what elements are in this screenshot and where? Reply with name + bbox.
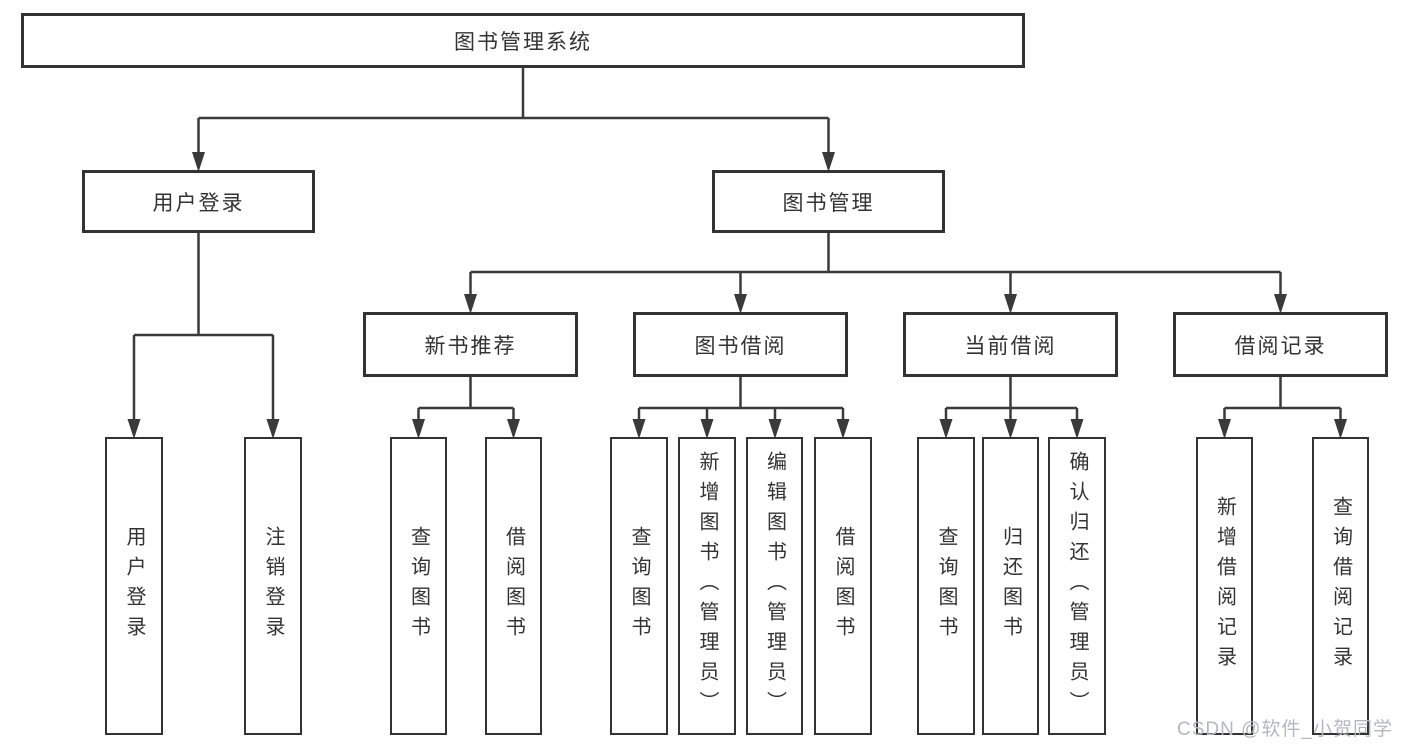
node-label: 确认归还（管理员） <box>1066 451 1088 721</box>
node-label: 查询图书 <box>935 526 957 646</box>
node-label: 新增图书（管理员） <box>696 451 718 721</box>
node-new-book-recommendation: 新书推荐 <box>363 312 578 377</box>
leaf-borrow-books-recommend: 借阅图书 <box>485 437 542 735</box>
node-label: 图书管理系统 <box>454 30 592 54</box>
leaf-query-books-current: 查询图书 <box>917 437 975 735</box>
node-label: 当前借阅 <box>964 334 1057 358</box>
node-label: 借阅图书 <box>502 526 525 646</box>
node-label: 新书推荐 <box>424 334 517 358</box>
leaf-query-books-recommend: 查询图书 <box>390 437 447 735</box>
leaf-add-borrow-record: 新增借阅记录 <box>1196 437 1253 735</box>
leaf-return-books: 归还图书 <box>982 437 1039 735</box>
node-label: 编辑图书（管理员） <box>763 451 786 721</box>
leaf-user-login: 用户登录 <box>105 437 163 735</box>
leaf-add-books-admin: 新增图书（管理员） <box>678 437 736 735</box>
node-label: 归还图书 <box>999 526 1022 646</box>
node-library-management-system: 图书管理系统 <box>21 13 1025 68</box>
leaf-query-borrow-record: 查询借阅记录 <box>1312 437 1369 735</box>
node-label: 注销登录 <box>262 526 284 646</box>
node-label: 查询图书 <box>628 526 650 646</box>
leaf-confirm-return-admin: 确认归还（管理员） <box>1048 437 1106 735</box>
node-label: 用户登录 <box>123 526 145 646</box>
csdn-watermark: CSDN @软件_小贺同学 <box>1177 719 1393 740</box>
node-label: 用户登录 <box>152 191 245 215</box>
leaf-edit-books-admin: 编辑图书（管理员） <box>746 437 803 735</box>
node-user-login: 用户登录 <box>82 170 315 233</box>
leaf-query-books-borrow: 查询图书 <box>610 437 668 735</box>
node-book-borrowing: 图书借阅 <box>633 312 848 377</box>
node-label: 查询图书 <box>407 526 430 646</box>
leaf-borrow-books: 借阅图书 <box>814 437 872 735</box>
node-label: 借阅图书 <box>832 526 854 646</box>
node-label: 图书管理 <box>782 191 875 215</box>
node-label: 图书借阅 <box>694 334 787 358</box>
node-label: 新增借阅记录 <box>1213 496 1236 676</box>
node-borrowing-records: 借阅记录 <box>1173 312 1388 377</box>
leaf-logout: 注销登录 <box>244 437 302 735</box>
node-current-borrowing: 当前借阅 <box>903 312 1118 377</box>
node-label: 借阅记录 <box>1234 334 1327 358</box>
node-label: 查询借阅记录 <box>1329 496 1352 676</box>
node-book-management: 图书管理 <box>712 170 945 233</box>
